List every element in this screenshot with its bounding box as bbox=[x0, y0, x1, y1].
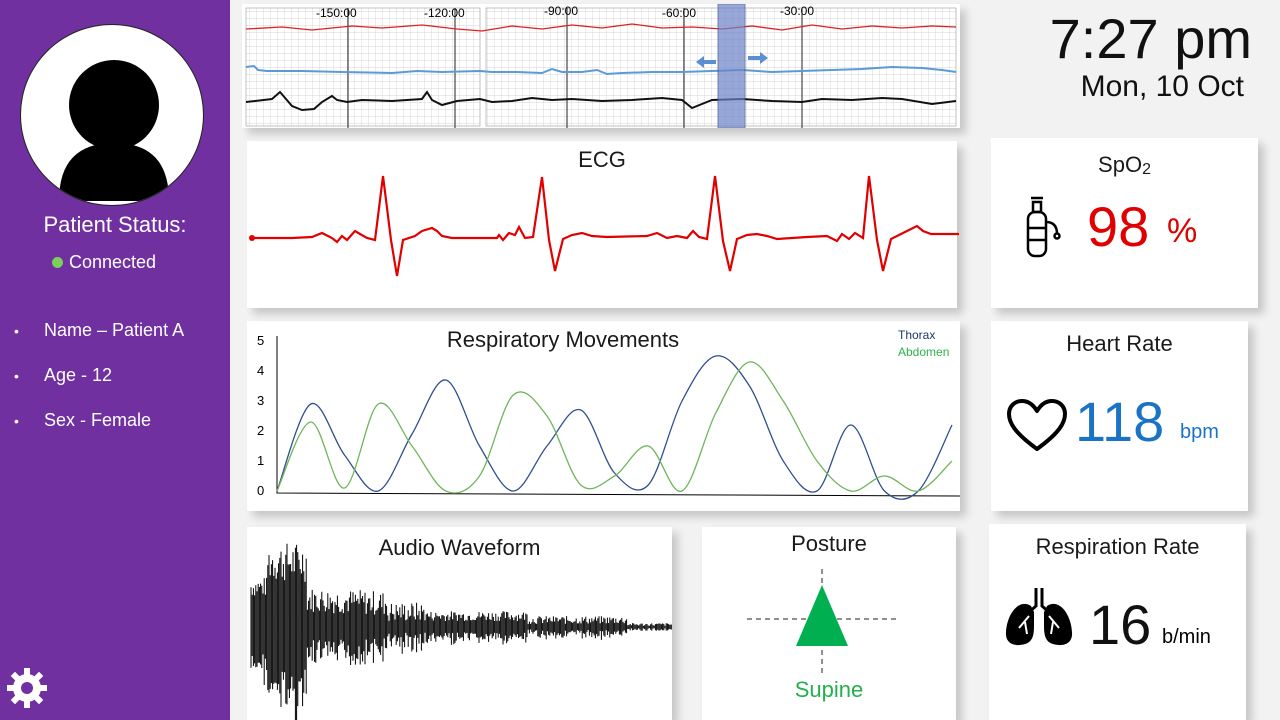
legend-abdomen: Abdomen bbox=[898, 345, 950, 359]
status-dot-icon bbox=[52, 257, 63, 268]
y-tick-label: 4 bbox=[257, 363, 264, 378]
clock-date: Mon, 10 Oct bbox=[1080, 70, 1244, 103]
ecg-card: ECG bbox=[247, 141, 959, 308]
audio-card: Audio Waveform bbox=[247, 527, 672, 720]
patient-sex: Sex - Female bbox=[44, 410, 152, 430]
series-line-thorax bbox=[276, 355, 953, 500]
spo2-title-main: SpO bbox=[1098, 152, 1143, 177]
bullet: • bbox=[14, 368, 19, 384]
respiration-rate-unit: b/min bbox=[1162, 626, 1211, 648]
timeline-tick-label: -60:00 bbox=[662, 6, 697, 20]
timeline-blue-trace bbox=[245, 64, 957, 76]
heart-icon bbox=[1007, 399, 1067, 451]
connection-status: Connected bbox=[52, 252, 156, 273]
respiration-rate-title: Respiration Rate bbox=[1035, 534, 1200, 559]
y-tick-label: 3 bbox=[257, 393, 264, 408]
bullet: • bbox=[14, 413, 19, 429]
timeline-tick-label: -30:00 bbox=[780, 4, 815, 18]
patient-status-title: Patient Status: bbox=[43, 212, 187, 237]
person-icon bbox=[59, 60, 169, 201]
y-tick-label: 5 bbox=[257, 333, 264, 348]
posture-card: Posture Supine bbox=[702, 527, 956, 720]
audio-trace bbox=[250, 543, 672, 720]
arrow-left-icon bbox=[696, 56, 716, 68]
patient-name: Name – Patient A bbox=[44, 320, 185, 340]
timeline-red-trace bbox=[245, 23, 957, 32]
timeline-tick-label: -150:00 bbox=[316, 6, 357, 20]
respiration-rate-value: 16 bbox=[1089, 593, 1152, 656]
timeline-tick-label: -90:00 bbox=[544, 4, 579, 18]
y-tick-label: 2 bbox=[257, 423, 264, 438]
chart-axis bbox=[276, 336, 960, 497]
spo2-title: SpO2 bbox=[991, 152, 1258, 179]
spo2-card: SpO2 98 % bbox=[991, 138, 1258, 308]
heart-rate-unit: bpm bbox=[1180, 421, 1219, 443]
connection-status-text: Connected bbox=[69, 252, 157, 272]
clock-time: 7:27 pm bbox=[1049, 7, 1252, 70]
oxygen-tank-icon bbox=[1026, 196, 1061, 258]
respiratory-chart: 0 1 2 3 4 5 bbox=[257, 333, 960, 500]
arrow-right-icon bbox=[748, 52, 768, 64]
respiratory-card: Respiratory Movements Thorax Abdomen 0 1 2… bbox=[247, 321, 960, 511]
heart-rate-value: 118 bbox=[1075, 390, 1165, 453]
audio-waveform bbox=[250, 543, 672, 720]
posture-diagram bbox=[747, 569, 898, 677]
y-tick-label: 1 bbox=[257, 453, 264, 468]
avatar bbox=[20, 24, 204, 206]
y-tick-label: 0 bbox=[257, 483, 264, 498]
lungs-icon bbox=[1005, 588, 1073, 646]
timeline-tick-label: -120:00 bbox=[424, 6, 465, 20]
timeline-chart bbox=[245, 3, 957, 132]
list-item: • Sex - Female bbox=[14, 410, 184, 455]
sidebar: Patient Status: Connected • Name – Patien… bbox=[0, 0, 230, 720]
heart-rate-card: Heart Rate 118 bpm bbox=[991, 321, 1248, 511]
patient-age: Age - 12 bbox=[44, 365, 113, 385]
spo2-title-sub: 2 bbox=[1142, 161, 1151, 178]
gear-icon[interactable] bbox=[3, 664, 51, 712]
audio-title: Audio Waveform bbox=[378, 535, 541, 560]
posture-state: Supine bbox=[794, 677, 864, 702]
series-line-abdomen bbox=[276, 361, 953, 494]
ecg-title: ECG bbox=[578, 147, 626, 172]
heart-rate-title: Heart Rate bbox=[1066, 331, 1173, 356]
legend-thorax: Thorax bbox=[898, 328, 936, 342]
spo2-value: 98 bbox=[1087, 195, 1150, 258]
list-item: • Name – Patient A bbox=[14, 320, 184, 365]
timeline-black-trace bbox=[245, 90, 957, 112]
bullet: • bbox=[14, 323, 19, 339]
ecg-waveform bbox=[249, 175, 959, 277]
history-timeline[interactable]: -150:00 -120:00 -90:00 -60:00 -30:00 bbox=[242, 3, 960, 132]
respiratory-title: Respiratory Movements bbox=[446, 327, 680, 352]
timeline-selection-window bbox=[717, 3, 746, 129]
respiration-rate-card: Respiration Rate 16 b/min bbox=[989, 524, 1246, 720]
patient-info-list: • Name – Patient A • Age - 12 • Sex - Femal… bbox=[14, 320, 184, 455]
spo2-unit: % bbox=[1167, 212, 1198, 250]
list-item: • Age - 12 bbox=[14, 365, 184, 410]
posture-title: Posture bbox=[791, 531, 867, 556]
posture-indicator bbox=[796, 585, 848, 646]
